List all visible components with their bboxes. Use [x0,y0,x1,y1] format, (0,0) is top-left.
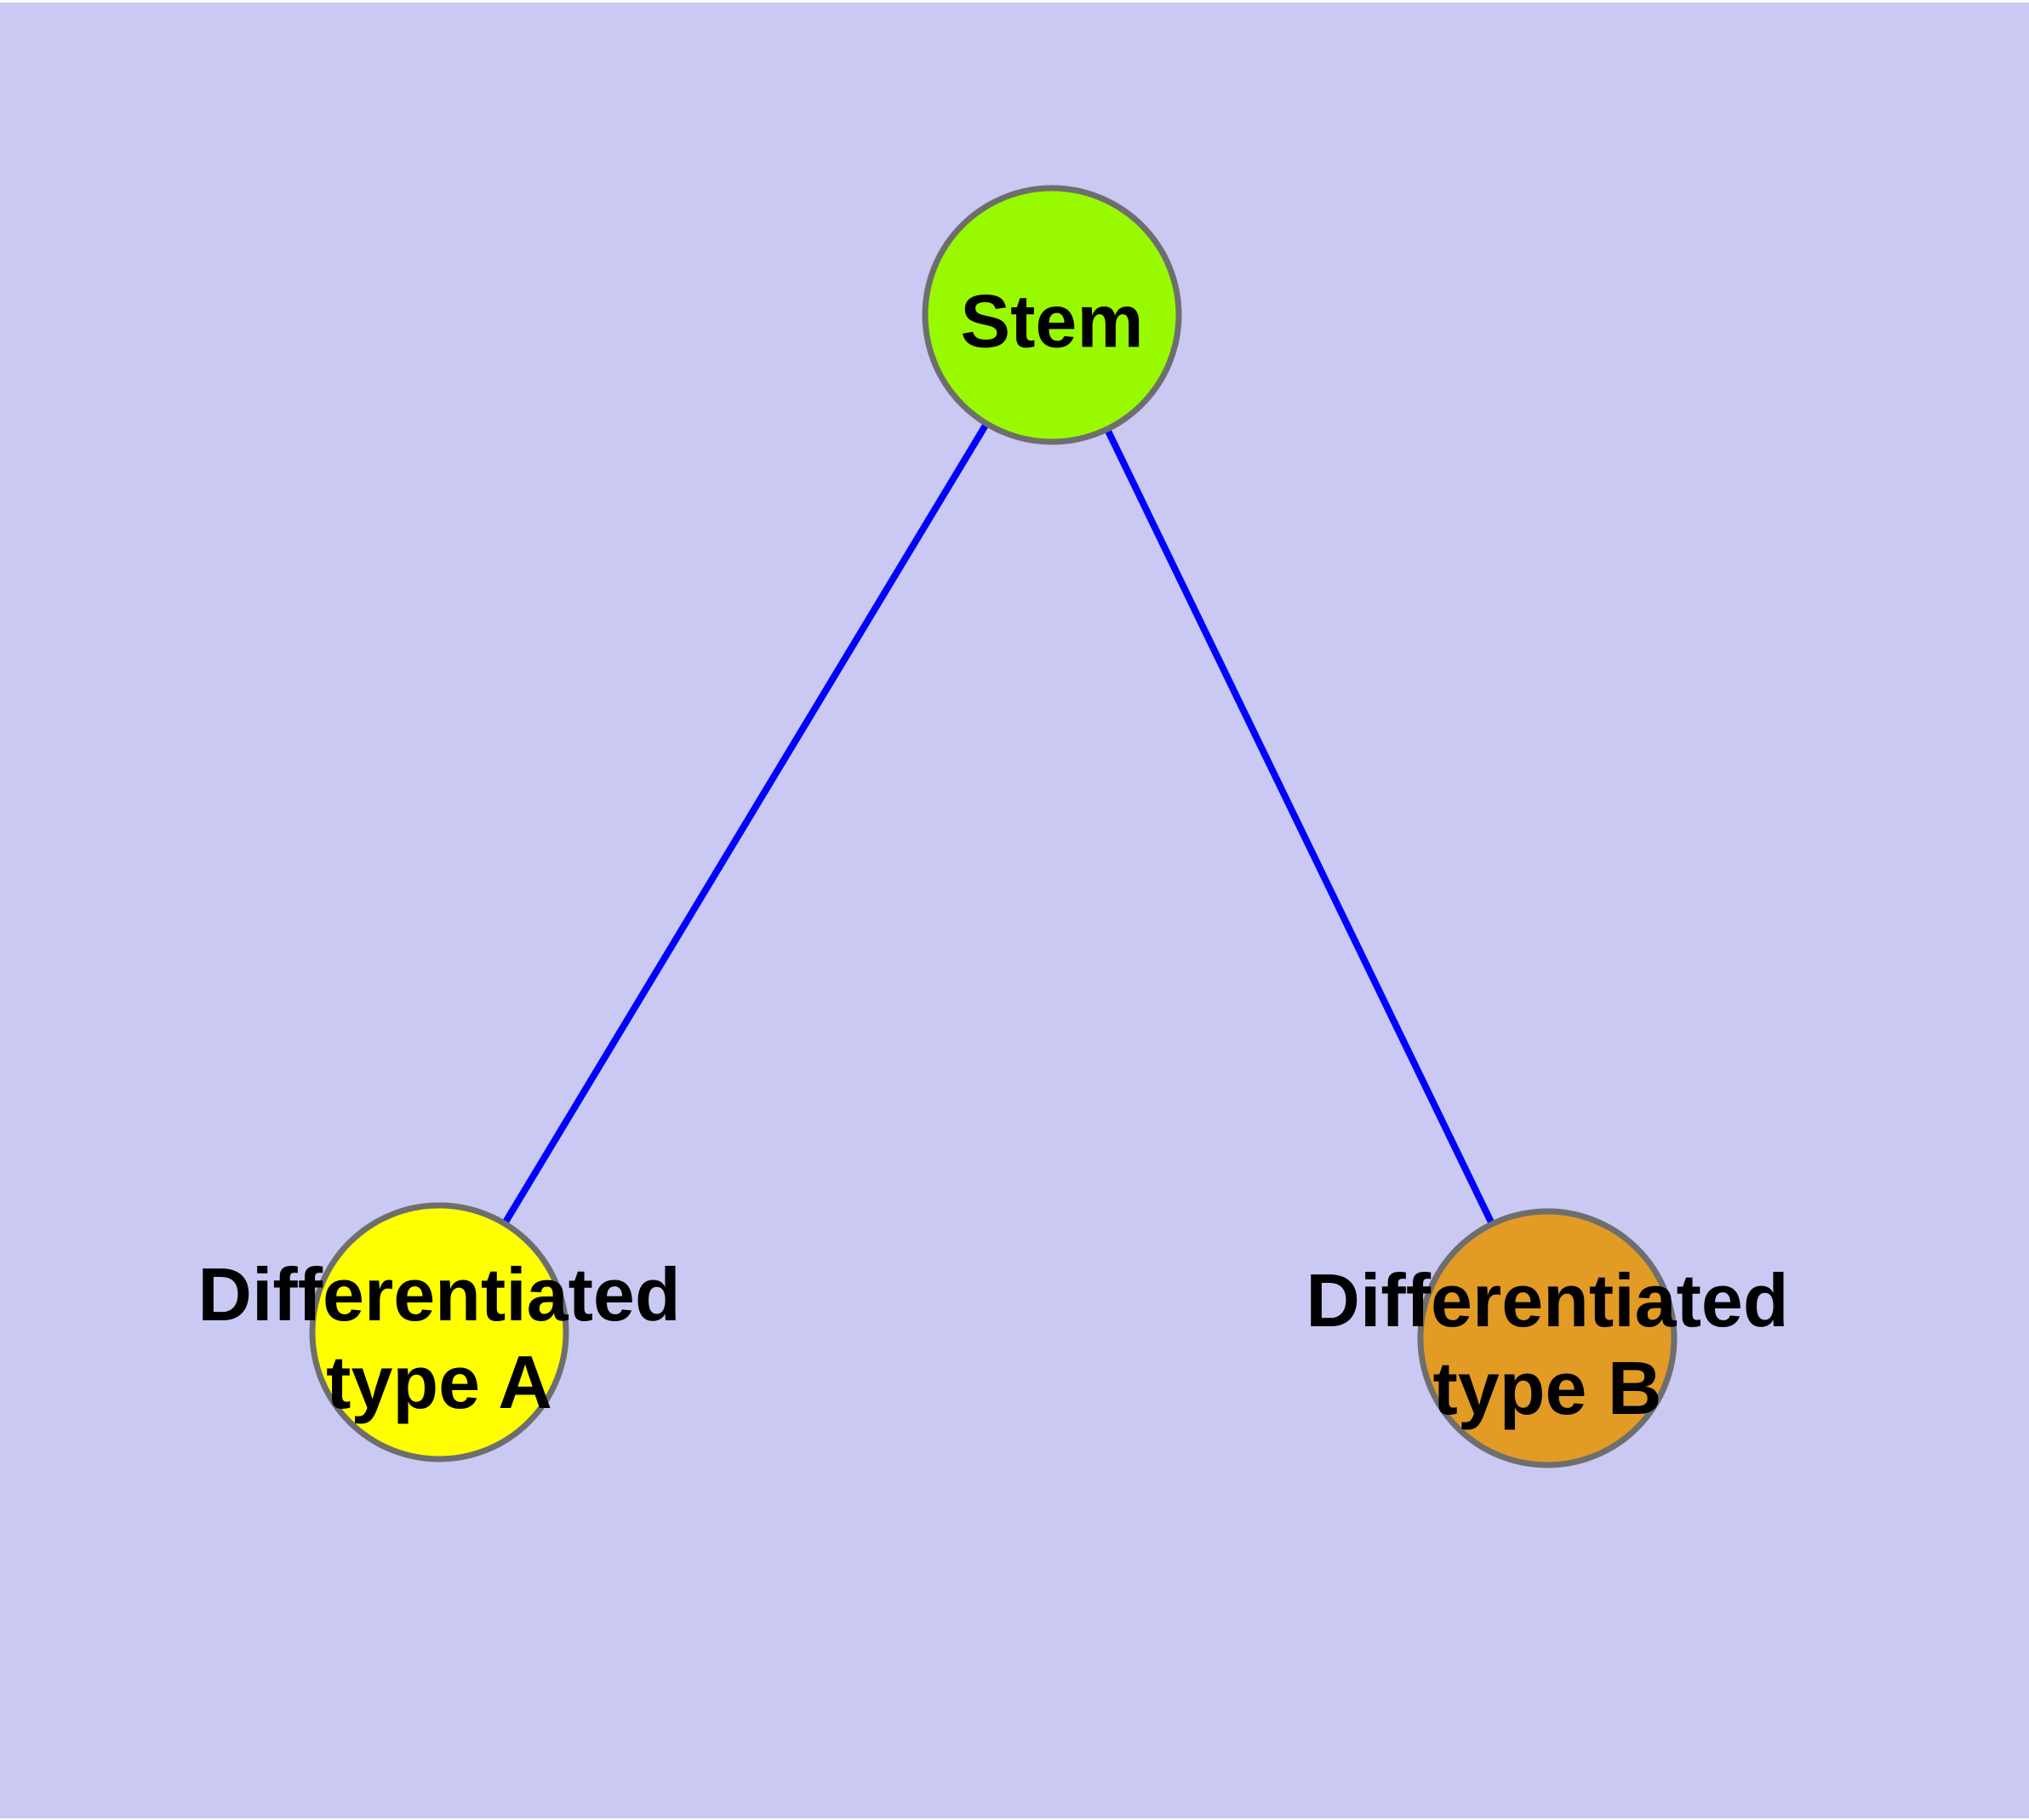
node-circle-diff-type-b [1417,1208,1677,1468]
edges-layer [436,312,1551,1340]
node-label-line: Differentiated [197,1252,680,1336]
node-label-line: type A [326,1340,552,1424]
node-label-line: type B [1433,1346,1662,1430]
edge-stem-to-diff-type-b [1049,313,1551,1340]
edge-stem-to-diff-type-a [436,312,1055,1335]
node-circle-stem [922,185,1182,445]
node-circle-diff-type-a [309,1202,569,1462]
node-label-stem: Stem [960,279,1143,363]
node-label-line: Stem [960,279,1143,363]
node-stem: Stem [922,185,1182,445]
node-label-line: Differentiated [1306,1258,1788,1342]
